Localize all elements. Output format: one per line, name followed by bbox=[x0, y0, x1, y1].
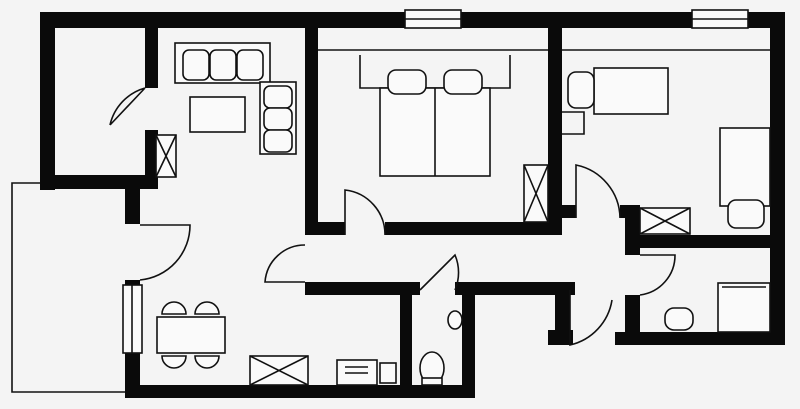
single-bed-icon bbox=[562, 67, 771, 229]
sink-icon bbox=[664, 307, 694, 331]
stove-icon bbox=[336, 359, 397, 386]
coffee-table-icon bbox=[189, 96, 246, 133]
double-bed-icon bbox=[359, 55, 511, 177]
window-icon bbox=[122, 9, 770, 354]
sofa-icon bbox=[174, 42, 297, 155]
dining-table-icon bbox=[156, 301, 226, 369]
wardrobe-icon bbox=[155, 134, 691, 386]
balcony bbox=[11, 182, 128, 393]
door-swing-icon bbox=[109, 87, 676, 347]
shower-icon bbox=[717, 282, 771, 333]
toilet-icon bbox=[419, 310, 463, 386]
walls bbox=[40, 12, 785, 398]
